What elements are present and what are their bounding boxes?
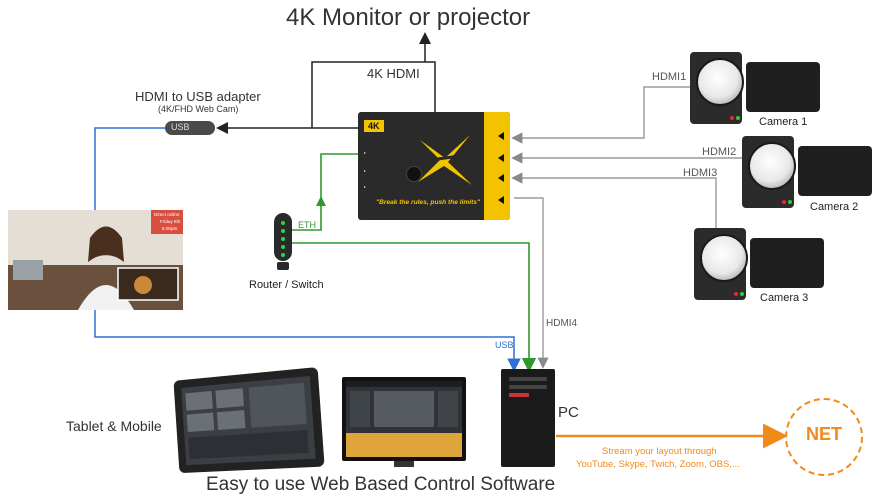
camera-body	[694, 228, 748, 300]
switcher-slogan: "Break the rules, push the limits"	[376, 199, 481, 206]
camera-lens-icon	[748, 142, 796, 190]
camera-2	[742, 136, 875, 211]
usb-dongle-text: USB	[171, 122, 190, 132]
router-led	[281, 237, 285, 241]
router-label: Router / Switch	[249, 279, 324, 291]
monitor-ui-preview	[346, 381, 462, 457]
hdmi-4k-line	[311, 61, 436, 128]
pc-tower	[501, 369, 555, 467]
monitor-screen	[346, 381, 462, 457]
camera-screen	[750, 238, 824, 288]
router-led	[281, 229, 285, 233]
usb-line-webcam	[94, 127, 165, 210]
router-led	[281, 245, 285, 249]
pc-drive-slot	[509, 393, 529, 397]
hdmi1-line	[511, 86, 690, 144]
port-usb: ▸	[364, 168, 367, 173]
camera-body	[690, 52, 744, 124]
webcam-overlay-line-1: Direct online	[154, 212, 180, 217]
usb-adapter-sublabel: (4K/FHD Web Cam)	[158, 104, 239, 114]
camera-screen	[798, 146, 872, 196]
webcam-presenter-photo: Direct online Friday 8th 5:00pm	[8, 210, 183, 310]
camera-lens-icon	[696, 58, 744, 106]
usb-adapter-dongle: USB	[165, 121, 215, 135]
pc-monitor	[342, 377, 466, 461]
usb-label: USB	[495, 340, 514, 350]
camera-lens-icon	[700, 234, 748, 282]
camera-led	[730, 116, 734, 120]
input-arrow-icon	[498, 132, 504, 140]
stream-text-line-1: Stream your layout through	[602, 446, 717, 457]
switcher-knob	[406, 166, 422, 182]
tablet-label: Tablet & Mobile	[66, 418, 162, 434]
net-circle: NET	[785, 398, 863, 476]
port-ethernet: ▸	[364, 150, 367, 155]
camera-led	[788, 200, 792, 204]
port-audio: ▸	[364, 184, 367, 189]
net-label: NET	[806, 424, 842, 444]
camera-3-label: Camera 3	[760, 292, 809, 304]
router-led	[281, 253, 285, 257]
tablet-device	[173, 366, 325, 474]
pc-drive-slot	[509, 377, 547, 381]
camera-body	[742, 136, 796, 208]
camera-1	[690, 52, 830, 127]
tablet-screen	[181, 375, 316, 466]
hdmi2-label: HDMI2	[702, 146, 737, 158]
hdmi4-label: HDMI4	[546, 318, 578, 329]
camera-2-label: Camera 2	[810, 201, 859, 213]
camera-led	[734, 292, 738, 296]
eth-label: ETH	[298, 220, 316, 230]
pc-drive-slot	[509, 385, 547, 389]
camera-screen	[746, 62, 820, 112]
switcher-input-panel	[484, 112, 510, 220]
hdmi4-line	[514, 197, 549, 369]
input-arrow-icon	[498, 174, 504, 182]
hdmi3-label: HDMI3	[683, 167, 718, 179]
switcher-logo-icon	[418, 135, 472, 185]
monitor-stand	[394, 461, 414, 467]
presenter-illustration	[8, 210, 183, 310]
hdmi1-label: HDMI1	[652, 71, 687, 83]
pc-label: PC	[558, 404, 579, 421]
usb-line-pc	[94, 310, 521, 372]
eth-line-up	[292, 153, 358, 231]
tablet-ui-preview	[185, 382, 309, 460]
camera-3	[694, 228, 834, 303]
bottom-title: Easy to use Web Based Control Software	[206, 474, 556, 495]
router-led	[281, 221, 285, 225]
usb-adapter-label: HDMI to USB adapter	[135, 89, 261, 104]
camera-led	[736, 116, 740, 120]
monitor-title: 4K Monitor or projector	[286, 4, 531, 31]
hdmi-4k-label: 4K HDMI	[367, 66, 420, 81]
hdmi3-line	[511, 172, 717, 228]
webcam-overlay-line-3: 5:00pm	[162, 226, 178, 231]
camera-led	[782, 200, 786, 204]
video-switcher-device: 4K ▸ ▸ ▸ "Break the rules, push the limi…	[358, 112, 510, 220]
router-switch-device	[274, 213, 292, 261]
camera-1-label: Camera 1	[759, 116, 808, 128]
router-base	[277, 262, 289, 270]
input-arrow-icon	[498, 154, 504, 162]
input-arrow-icon	[498, 196, 504, 204]
camera-led	[740, 292, 744, 296]
eth-arrow-up	[316, 196, 326, 206]
webcam-overlay-line-2: Friday 8th	[160, 219, 181, 224]
stream-text-line-2: YouTube, Skype, Twich, Zoom, OBS,...	[576, 459, 740, 470]
switcher-badge: 4K	[364, 120, 384, 132]
eth-line-pc	[292, 242, 537, 373]
